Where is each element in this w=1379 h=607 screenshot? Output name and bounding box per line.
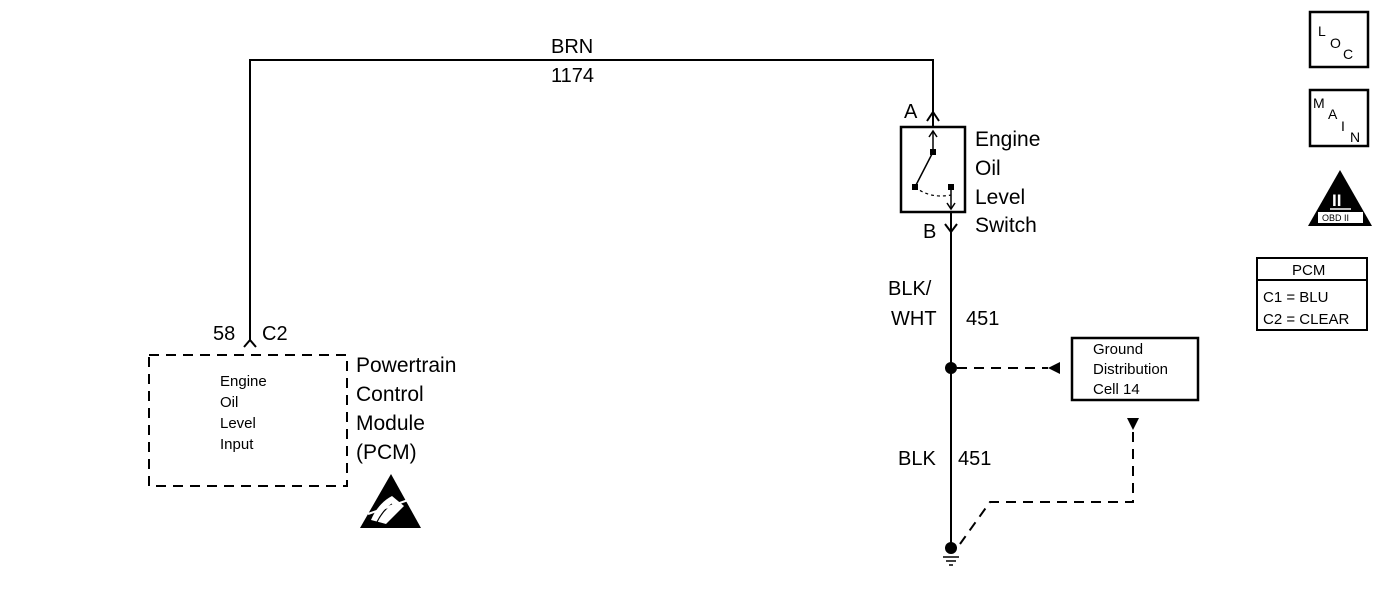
pcm-legend-table	[1256, 257, 1368, 331]
loc-letter-o: O	[1330, 35, 1341, 51]
pcm-connector-label: C2	[262, 323, 288, 345]
loc-button[interactable]	[1308, 10, 1370, 69]
switch-box	[899, 125, 967, 214]
pcm-input-label: Engine Oil Level Input	[220, 373, 271, 453]
switch-name: Engine Oil Level Switch	[975, 128, 1046, 237]
ground-ref-label: Ground Distribution Cell 14	[1093, 341, 1172, 398]
ground-ref-dashed-return	[959, 432, 1134, 545]
wire-1174-circuit: 1174	[551, 65, 594, 87]
loc-letter-c: C	[1343, 46, 1353, 62]
main-letter-i: I	[1341, 118, 1345, 134]
wire-blk-color: BLK	[898, 448, 936, 470]
obd-label: OBD II	[1322, 213, 1349, 223]
switch-terminal-b: B	[923, 221, 936, 243]
pcm-connector-chevron	[243, 338, 257, 348]
loc-letter-l: L	[1318, 23, 1326, 39]
ground-dot	[945, 542, 957, 554]
main-letter-m: M	[1313, 95, 1325, 111]
ground-ref-arrow-down	[1127, 418, 1139, 430]
wire-blk-wht-color: BLK/ WHT	[888, 278, 937, 330]
esd-sensitive-icon	[360, 474, 421, 528]
wire-brn-color: BRN	[551, 36, 593, 58]
obd-ii-triangle-icon[interactable]: II OBD II	[1308, 170, 1372, 226]
pcm-legend-title: PCM	[1292, 262, 1325, 279]
obd-numeral: II	[1332, 191, 1341, 210]
main-button[interactable]	[1308, 88, 1370, 148]
wire-blk-wht-circuit: 451	[966, 308, 999, 330]
pcm-box	[148, 354, 348, 487]
ground-ref-box	[1070, 336, 1200, 402]
pcm-legend-row-c1: C1 = BLU	[1263, 289, 1328, 306]
switch-terminal-a: A	[904, 101, 918, 123]
ground-ref-arrow-left	[1048, 362, 1060, 374]
pcm-pin-number: 58	[213, 323, 235, 345]
ground-symbol-icon	[943, 556, 959, 566]
wire-blk-circuit: 451	[958, 448, 991, 470]
main-letter-n: N	[1350, 129, 1360, 145]
wire-brn-1174	[249, 59, 934, 340]
switch-contacts-icon	[912, 129, 956, 211]
pcm-legend-row-c2: C2 = CLEAR	[1263, 311, 1349, 328]
pcm-name: Powertrain Control Module (PCM)	[356, 354, 462, 464]
main-letter-a: A	[1328, 106, 1338, 122]
